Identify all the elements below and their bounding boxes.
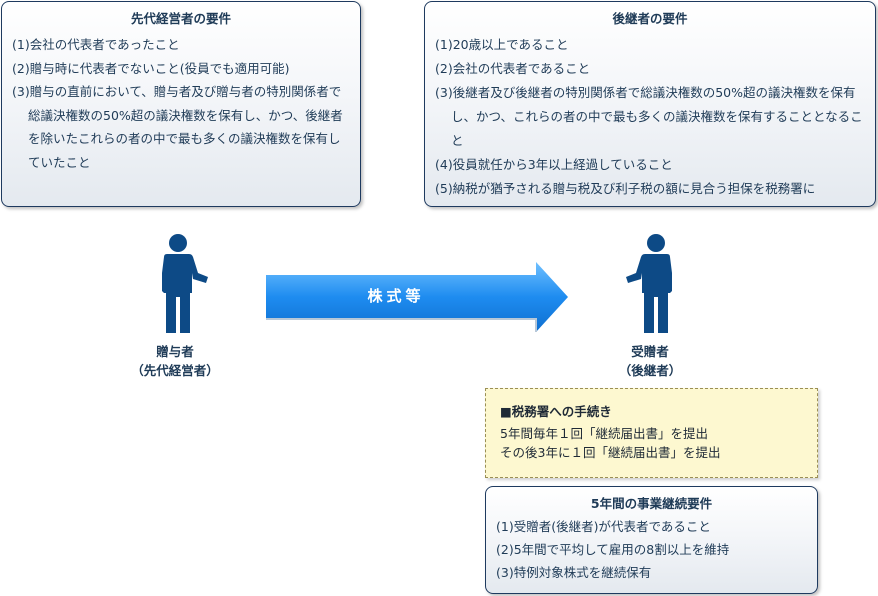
list-item: (3)贈与の直前において、贈与者及び贈与者の特別関係者で総議決権数の50%超の議… <box>12 84 343 170</box>
business-continuation-list: (1)受贈者(後継者)が代表者であること (2)5年間で平均して雇用の8割以上を… <box>486 515 817 584</box>
list-item: (1)会社の代表者であったこと <box>12 37 180 52</box>
list-item: (4)役員就任から3年以上経過していること <box>435 157 673 172</box>
list-item: (2)贈与時に代表者でないこと(役員でも適用可能) <box>12 60 290 76</box>
list-item: (2)会社の代表者であること <box>435 61 591 76</box>
list-item: (1)20歳以上であること <box>435 37 569 52</box>
list-item: (3)特例対象株式を継続保有 <box>496 565 652 580</box>
list-item: (5)納税が猶予される贈与税及び利子税の額に見合う担保を税務署に <box>435 181 816 196</box>
donor-role: （先代経営者） <box>131 363 219 378</box>
list-item: (3)後継者及び後継者の特別関係者で総議決権数の50%超の議決権数を保有し、かつ… <box>435 85 863 148</box>
successor-requirements-title: 後継者の要件 <box>612 11 688 26</box>
donor-label: 贈与者 （先代経営者） <box>115 342 235 380</box>
recipient-label: 受贈者 （後継者） <box>590 342 710 380</box>
recipient-person-icon <box>626 234 672 333</box>
business-continuation-title: 5年間の事業継続要件 <box>590 496 713 511</box>
procedure-line: 5年間毎年１回「継続届出書」を提出 <box>500 426 708 441</box>
tax-procedure-box: ■税務署への手続き 5年間毎年１回「継続届出書」を提出 その後3年に１回「継続届… <box>485 388 818 478</box>
predecessor-requirements-box: 先代経営者の要件 (1)会社の代表者であったこと (2)贈与時に代表者でないこと… <box>1 1 361 207</box>
predecessor-requirements-title: 先代経営者の要件 <box>130 11 231 26</box>
predecessor-requirements-list: (1)会社の代表者であったこと (2)贈与時に代表者でないこと(役員でも適用可能… <box>2 33 360 174</box>
donor-person-icon <box>162 234 208 333</box>
transfer-arrow <box>266 262 568 332</box>
list-item: (2)5年間で平均して雇用の8割以上を維持 <box>496 542 730 557</box>
recipient-role: （後継者） <box>618 363 682 378</box>
successor-requirements-list: (1)20歳以上であること (2)会社の代表者であること (3)後継者及び後継者… <box>425 33 875 201</box>
recipient-name: 受贈者 <box>631 344 669 359</box>
donor-name: 贈与者 <box>156 344 194 359</box>
business-continuation-box: 5年間の事業継続要件 (1)受贈者(後継者)が代表者であること (2)5年間で平… <box>485 486 818 594</box>
tax-procedure-title: ■税務署への手続き <box>500 404 612 419</box>
transfer-label: 株式等 <box>367 287 425 305</box>
successor-requirements-box: 後継者の要件 (1)20歳以上であること (2)会社の代表者であること (3)後… <box>424 1 876 207</box>
procedure-line: その後3年に１回「継続届出書」を提出 <box>500 445 721 460</box>
list-item: (1)受贈者(後継者)が代表者であること <box>496 519 711 534</box>
tax-procedure-lines: 5年間毎年１回「継続届出書」を提出 その後3年に１回「継続届出書」を提出 <box>500 424 720 462</box>
